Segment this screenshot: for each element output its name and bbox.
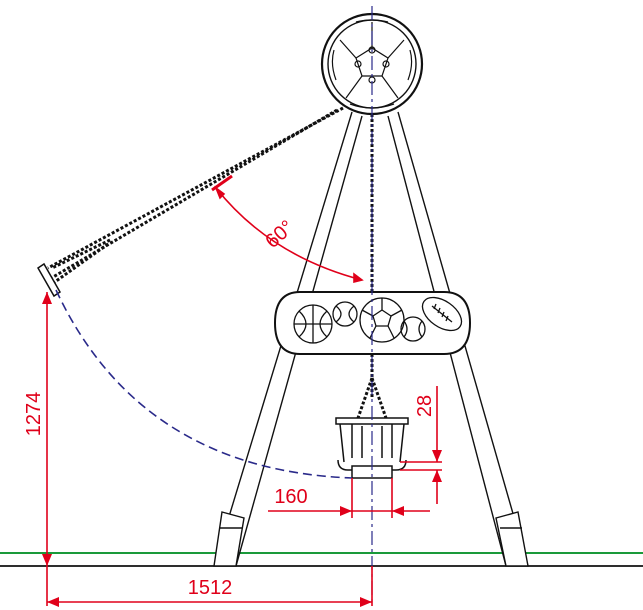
width-label: 1512 xyxy=(188,577,233,599)
height-dimension xyxy=(42,292,52,566)
seat-height-label: 28 xyxy=(414,395,436,417)
seat-width-label: 160 xyxy=(274,486,307,508)
american-football-icon xyxy=(421,296,463,332)
seat-width-dimension xyxy=(268,478,430,518)
ground xyxy=(0,552,643,567)
chains xyxy=(47,106,388,419)
seat-height-dimension xyxy=(400,386,442,504)
height-label: 1274 xyxy=(23,392,45,437)
angle-label: 60° xyxy=(261,216,298,253)
baseball-icon xyxy=(400,316,426,342)
hanging-seat xyxy=(335,417,409,479)
middle-ball-panel xyxy=(273,291,472,355)
raised-seat xyxy=(37,262,61,298)
basketball-icon xyxy=(293,304,333,344)
tennis-ball-icon xyxy=(332,301,358,327)
soccer-ball-icon xyxy=(359,297,405,343)
width-dimension xyxy=(46,566,373,607)
swing-arc xyxy=(55,289,353,479)
angle-dimension xyxy=(211,174,364,284)
